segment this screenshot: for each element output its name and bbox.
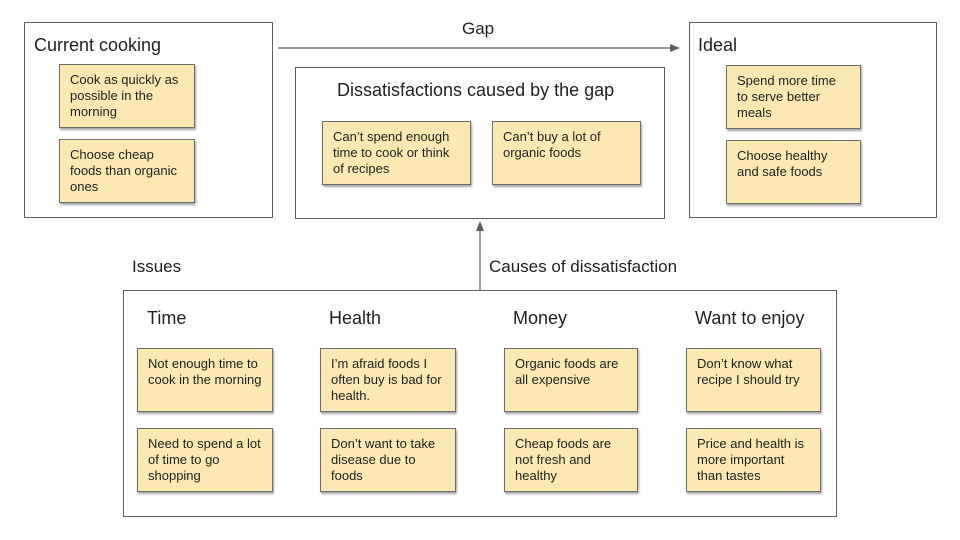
- issue-time-note-2: Need to spend a lot of time to go shoppi…: [137, 428, 273, 492]
- issue-time-note-1: Not enough time to cook in the morning: [137, 348, 273, 412]
- issue-health-title: Health: [329, 308, 382, 328]
- dissatisfaction-note-2: Can’t buy a lot of organic foods: [492, 121, 641, 185]
- issue-enjoy-note-1: Don’t know what recipe I should try: [686, 348, 821, 412]
- causes-label: Causes of dissatisfaction: [489, 257, 678, 276]
- ideal-title: Ideal: [698, 35, 738, 55]
- issue-money-title: Money: [513, 308, 568, 328]
- ideal-note-1: Spend more time to serve better meals: [726, 65, 861, 129]
- dissatisfactions-title: Dissatisfactions caused by the gap: [337, 80, 615, 100]
- issue-time-title: Time: [147, 308, 187, 328]
- issues-label: Issues: [132, 257, 182, 276]
- current-note-1: Cook as quickly as possible in the morni…: [59, 64, 195, 128]
- issue-money-note-1: Organic foods are all expensive: [504, 348, 638, 412]
- dissatisfaction-note-1: Can’t spend enough time to cook or think…: [322, 121, 471, 185]
- dissatisfactions-box: Dissatisfactions caused by the gap Can’t…: [295, 67, 665, 219]
- issue-enjoy-note-2: Price and health is more important than …: [686, 428, 821, 492]
- issue-health-note-2: Don’t want to take disease due to foods: [320, 428, 456, 492]
- ideal-note-2: Choose healthy and safe foods: [726, 140, 861, 204]
- gap-label: Gap: [462, 19, 495, 38]
- current-cooking-title: Current cooking: [34, 35, 162, 55]
- current-note-2: Choose cheap foods than organic ones: [59, 139, 195, 203]
- issue-money-note-2: Cheap foods are not fresh and healthy: [504, 428, 638, 492]
- issues-box: Time Not enough time to cook in the morn…: [123, 290, 837, 517]
- issue-health-note-1: I’m afraid foods I often buy is bad for …: [320, 348, 456, 412]
- issue-enjoy-title: Want to enjoy: [695, 308, 805, 328]
- current-cooking-box: Current cooking Cook as quickly as possi…: [24, 22, 273, 218]
- ideal-box: Ideal Spend more time to serve better me…: [689, 22, 937, 218]
